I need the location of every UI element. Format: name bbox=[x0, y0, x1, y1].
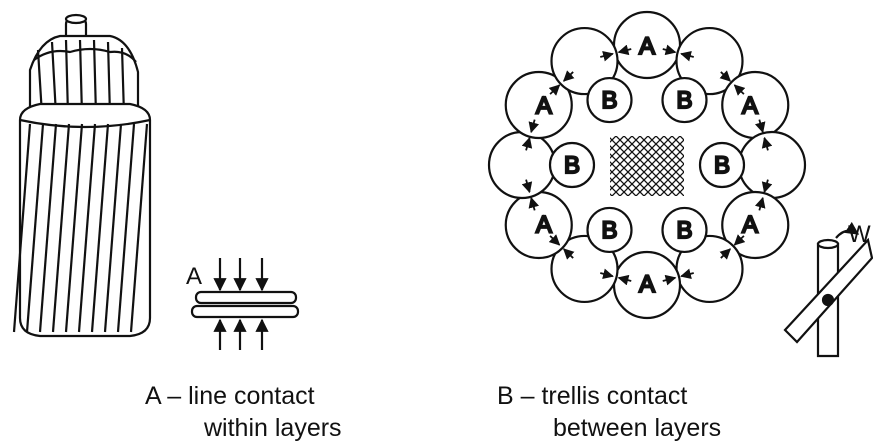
line-contact-label: A bbox=[186, 263, 202, 290]
contact-b-label: B bbox=[601, 87, 617, 114]
contact-arrow bbox=[662, 274, 677, 286]
contact-arrow bbox=[761, 136, 773, 151]
trellis-contact-detail bbox=[783, 221, 873, 358]
contact-arrow bbox=[528, 196, 539, 211]
contact-a-label: A bbox=[536, 212, 552, 239]
caption-a-line2: within layers bbox=[203, 414, 342, 442]
contact-arrow bbox=[680, 268, 694, 280]
outer-layer-wires bbox=[487, 10, 807, 320]
caption-a-line1: A – line contact bbox=[145, 382, 315, 410]
contact-a-label: A bbox=[742, 212, 758, 239]
stranded-cable-illustration bbox=[12, 13, 152, 338]
cross-angle-label: W bbox=[848, 221, 871, 248]
core-hatch bbox=[610, 136, 684, 196]
contact-b-label: B bbox=[676, 87, 692, 114]
contact-arrow bbox=[563, 70, 575, 82]
inner-layer-wires bbox=[548, 76, 746, 254]
contact-arrow bbox=[755, 119, 766, 134]
caption-b-line1: B – trellis contact bbox=[497, 382, 687, 410]
inner-wire bbox=[698, 141, 746, 189]
strand-line bbox=[12, 123, 32, 333]
contact-b-label: B bbox=[601, 217, 617, 244]
contact-arrow bbox=[617, 274, 632, 286]
contact-arrow bbox=[600, 50, 614, 62]
strand-line bbox=[129, 123, 149, 333]
contact-arrow bbox=[662, 44, 677, 56]
strand-line bbox=[64, 123, 84, 333]
contact-b-label: B bbox=[564, 152, 580, 179]
contact-arrow bbox=[548, 234, 561, 246]
contact-arrow bbox=[563, 248, 575, 260]
contact-b-label: B bbox=[714, 152, 730, 179]
contact-arrow bbox=[761, 179, 773, 194]
strand-line bbox=[103, 123, 123, 333]
contact-arrow bbox=[528, 119, 539, 134]
strand-line bbox=[38, 123, 58, 333]
strand-line bbox=[25, 123, 45, 333]
strand-line bbox=[77, 123, 97, 333]
inner-wire bbox=[661, 76, 708, 124]
contact-arrow bbox=[521, 179, 533, 194]
caption-b-line2: between layers bbox=[553, 414, 721, 442]
contact-arrow bbox=[617, 44, 632, 56]
strand-line bbox=[51, 123, 71, 333]
contact-b-label: B bbox=[676, 217, 692, 244]
outer-wire bbox=[487, 130, 557, 200]
outer-wire bbox=[737, 130, 807, 200]
inner-wire bbox=[586, 206, 633, 254]
strand-line bbox=[116, 123, 136, 333]
contact-arrow bbox=[680, 50, 694, 62]
contact-arrow bbox=[733, 234, 746, 246]
inner-wire bbox=[661, 206, 708, 254]
contact-a-label: A bbox=[742, 93, 758, 120]
inner-wire bbox=[586, 76, 633, 124]
contact-arrow bbox=[521, 136, 533, 151]
contact-arrow bbox=[719, 248, 731, 260]
contact-arrow bbox=[548, 84, 561, 96]
outer-layer-strands bbox=[12, 123, 149, 333]
line-contact-detail bbox=[190, 258, 300, 350]
contact-a-label: A bbox=[639, 271, 655, 298]
strand-line bbox=[90, 123, 110, 333]
contact-arrow bbox=[733, 84, 746, 96]
contact-arrow bbox=[719, 70, 731, 82]
contact-arrow bbox=[600, 268, 614, 280]
inner-wire bbox=[548, 141, 596, 189]
contact-arrow bbox=[755, 196, 766, 211]
contact-a-label: A bbox=[536, 93, 552, 120]
contact-a-label: A bbox=[639, 33, 655, 60]
